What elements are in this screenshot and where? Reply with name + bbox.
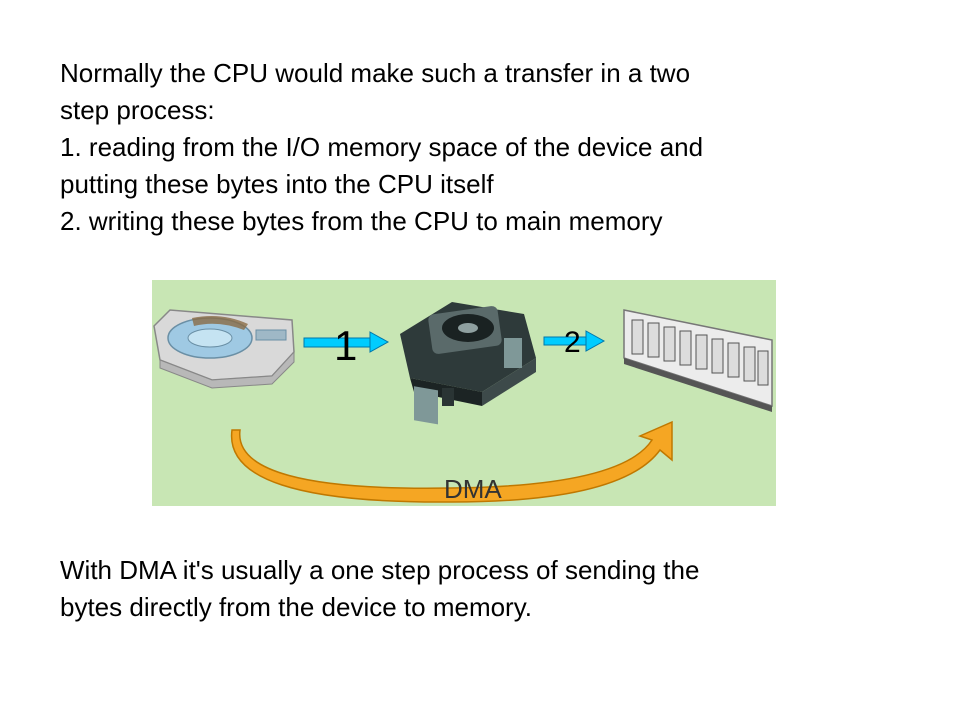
memory-module-icon [623,309,773,412]
hard-drive-icon [153,309,295,389]
step-2-label: 2 [564,326,581,359]
intro-line: step process: [60,95,215,125]
step-one-text: 1. reading from the I/O memory space of … [60,132,704,162]
intro-text: Normally the CPU would make such a trans… [60,55,880,240]
outro-line: bytes directly from the device to memory… [60,592,533,622]
transfer-arrow-1 [303,331,390,353]
dma-label: DMA [444,474,502,504]
step-1-label: 1 [334,322,357,369]
cpu-icon [400,302,536,425]
step-one-text-cont: putting these bytes into the CPU itself [60,169,494,199]
dma-arrow [230,420,673,503]
outro-line: With DMA it's usually a one step process… [60,555,700,585]
outro-text: With DMA it's usually a one step process… [60,552,880,626]
dma-diagram: 1 2 DMA [152,280,776,506]
transfer-arrow-2 [543,330,606,352]
step-two-text: 2. writing these bytes from the CPU to m… [60,206,663,236]
intro-line: Normally the CPU would make such a trans… [60,58,691,88]
